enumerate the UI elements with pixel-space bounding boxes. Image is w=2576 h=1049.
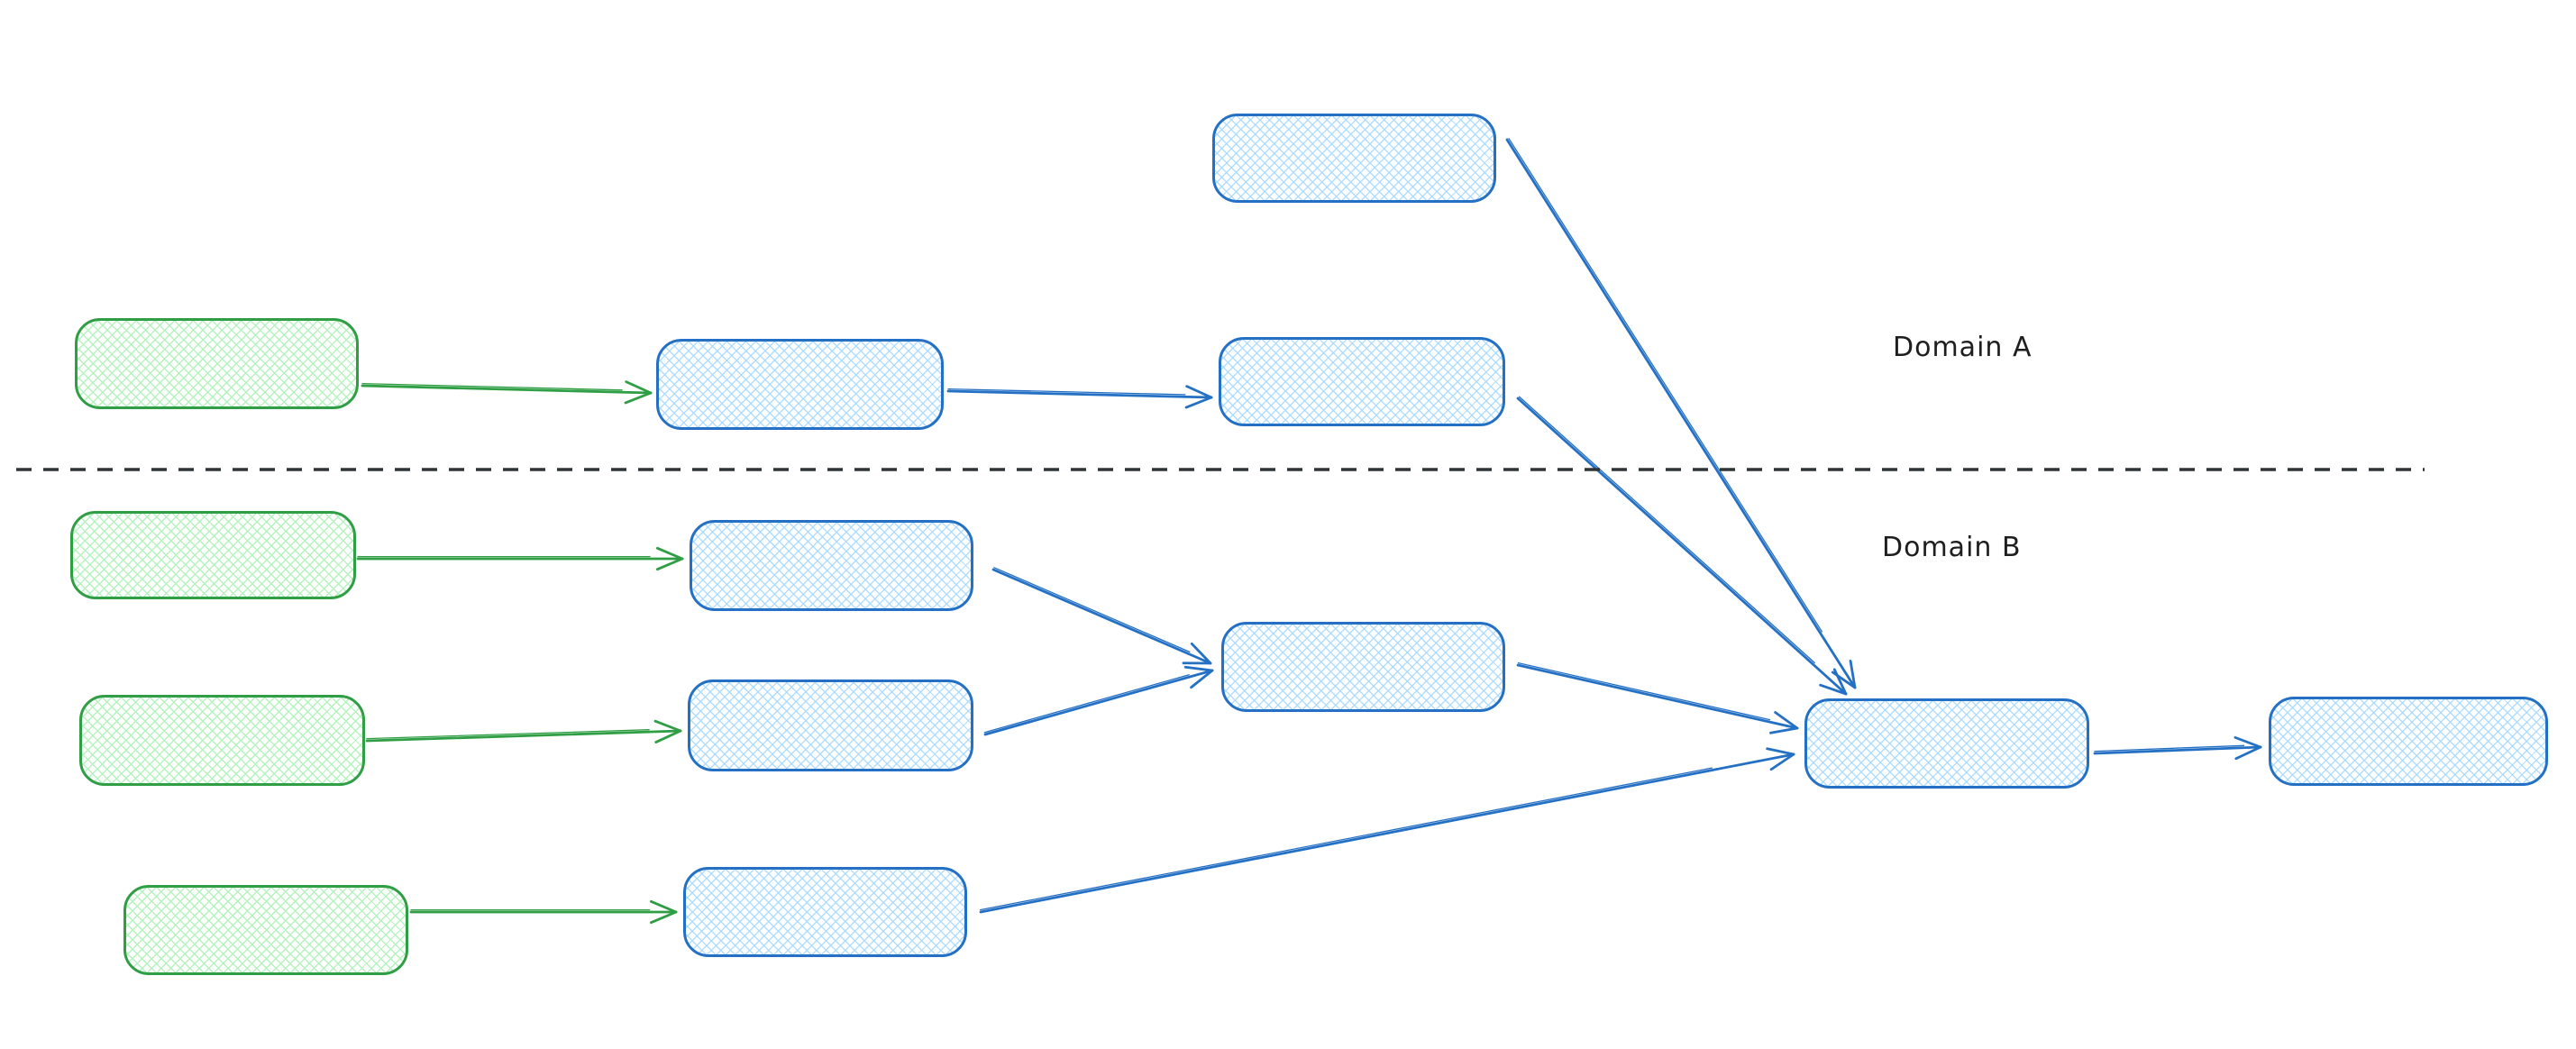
edge-b-step2-b-merge <box>983 665 1214 736</box>
node-b-step1 <box>690 520 973 611</box>
edge-a-step2-sink <box>1516 396 1848 696</box>
node-b-merge <box>1221 622 1505 712</box>
edge-b-step1-b-merge <box>991 567 1212 665</box>
node-output <box>2269 697 2548 786</box>
node-b-source2 <box>79 695 365 786</box>
node-a-top <box>1212 114 1496 203</box>
edge-b-source2-b-step2 <box>365 719 682 743</box>
edge-b-step3-sink <box>979 747 1795 914</box>
edge-a-step1-a-step2 <box>946 385 1213 409</box>
node-b-source1 <box>70 511 356 599</box>
node-a-source <box>75 318 359 409</box>
domain-a-label: Domain A <box>1893 332 2032 363</box>
edge-a-top-sink <box>1505 138 1857 689</box>
node-b-step2 <box>688 680 973 771</box>
edge-b-source1-b-step1 <box>356 546 684 571</box>
node-a-step1 <box>656 339 944 430</box>
edge-a-source-a-step1 <box>361 380 653 405</box>
edge-sink-output <box>2093 735 2262 761</box>
edge-b-merge-sink <box>1516 662 1799 734</box>
node-a-step2 <box>1219 337 1505 426</box>
domain-b-label: Domain B <box>1882 532 2022 563</box>
node-b-step3 <box>683 867 967 957</box>
node-b-source3 <box>123 885 408 975</box>
edge-b-source3-b-step3 <box>409 899 678 925</box>
node-sink <box>1804 698 2089 789</box>
